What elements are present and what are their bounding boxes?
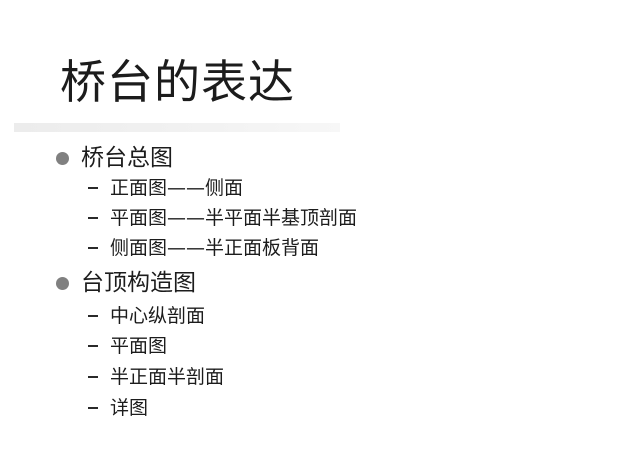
sub-bullet-item: 中心纵剖面	[88, 303, 205, 329]
sub-bullet-item: 平面图	[88, 333, 167, 359]
sub-bullet-label: 半正面半剖面	[110, 366, 225, 388]
bullet-item-label: 台顶构造图	[81, 270, 196, 296]
round-bullet-icon	[56, 276, 69, 290]
slide-title: 桥台的表达	[60, 55, 295, 109]
sub-bullet-label: 详图	[110, 397, 149, 419]
sub-bullet-label: 正面图——侧面	[110, 177, 244, 199]
dash-bullet-icon	[88, 407, 98, 409]
bullet-item-section-1: 桥台总图	[56, 143, 173, 173]
round-bullet-icon	[56, 151, 69, 165]
sub-bullet-item: 侧面图——半正面板背面	[88, 235, 319, 261]
bullet-item-label: 桥台总图	[81, 145, 173, 171]
title-underline-bar	[14, 123, 340, 132]
dash-bullet-icon	[88, 315, 98, 317]
dash-bullet-icon	[88, 376, 98, 378]
dash-bullet-icon	[88, 345, 98, 347]
sub-bullet-label: 中心纵剖面	[110, 305, 206, 327]
dash-bullet-icon	[88, 187, 98, 189]
sub-bullet-label: 平面图——半平面半基顶剖面	[110, 207, 358, 229]
sub-bullet-item: 半正面半剖面	[88, 364, 224, 390]
sub-bullet-item: 正面图——侧面	[88, 175, 243, 201]
sub-bullet-label: 侧面图——半正面板背面	[110, 237, 320, 259]
dash-bullet-icon	[88, 217, 98, 219]
sub-bullet-item: 平面图——半平面半基顶剖面	[88, 205, 357, 231]
dash-bullet-icon	[88, 247, 98, 249]
sub-bullet-label: 平面图	[110, 335, 168, 357]
sub-bullet-item: 详图	[88, 395, 148, 421]
bullet-item-section-2: 台顶构造图	[56, 268, 196, 298]
